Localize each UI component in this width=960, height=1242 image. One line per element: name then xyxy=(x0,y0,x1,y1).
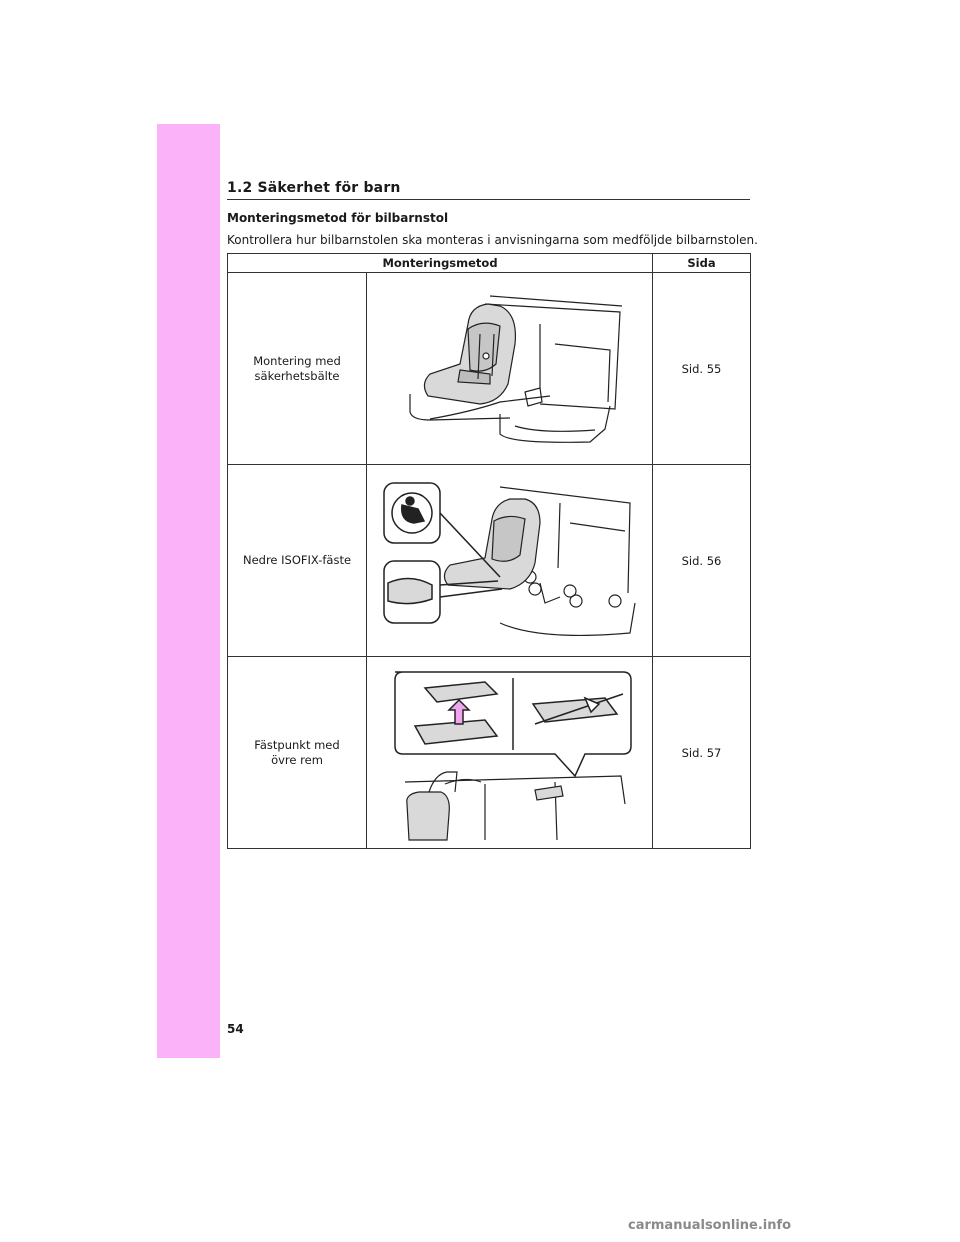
method-label-line: Montering med xyxy=(253,353,341,368)
page-reference: Sid. 55 xyxy=(652,272,751,465)
illustration-cell xyxy=(366,464,653,657)
column-header-page: Sida xyxy=(652,253,751,273)
method-label: Nedre ISOFIX-fäste xyxy=(227,464,367,657)
chapter-side-tab xyxy=(157,124,220,1058)
method-label: Montering med säkerhetsbälte xyxy=(227,272,367,465)
table-row: Fästpunkt med övre rem xyxy=(227,656,751,849)
table-row: Montering med säkerhetsbälte xyxy=(227,272,751,465)
section-title: 1.2 Säkerhet för barn xyxy=(227,180,401,196)
installation-methods-table: Monteringsmetod Sida Montering med säker… xyxy=(227,253,751,849)
method-label-line: Fästpunkt med xyxy=(254,737,340,752)
column-header-method: Monteringsmetod xyxy=(227,253,653,273)
method-label-line: säkerhetsbälte xyxy=(254,368,340,383)
watermark: carmanualsonline.info xyxy=(628,1218,792,1233)
table-row: Nedre ISOFIX-fäste xyxy=(227,464,751,657)
seat-belt-installation-illustration xyxy=(408,294,622,443)
page-reference: Sid. 56 xyxy=(652,464,751,657)
isofix-installation-illustration xyxy=(382,482,636,637)
illustration-cell xyxy=(366,656,653,849)
section-divider xyxy=(227,199,750,200)
top-tether-installation-illustration xyxy=(393,670,632,841)
method-label-line: övre rem xyxy=(271,752,323,767)
table-header-row: Monteringsmetod Sida xyxy=(227,253,751,273)
intro-text: Kontrollera hur bilbarnstolen ska monter… xyxy=(227,233,758,247)
page-heading: Monteringsmetod för bilbarnstol xyxy=(227,211,449,225)
page-reference: Sid. 57 xyxy=(652,656,751,849)
method-label: Fästpunkt med övre rem xyxy=(227,656,367,849)
method-label-line: Nedre ISOFIX-fäste xyxy=(242,553,352,567)
illustration-cell xyxy=(366,272,653,465)
page-number: 54 xyxy=(227,1022,244,1036)
